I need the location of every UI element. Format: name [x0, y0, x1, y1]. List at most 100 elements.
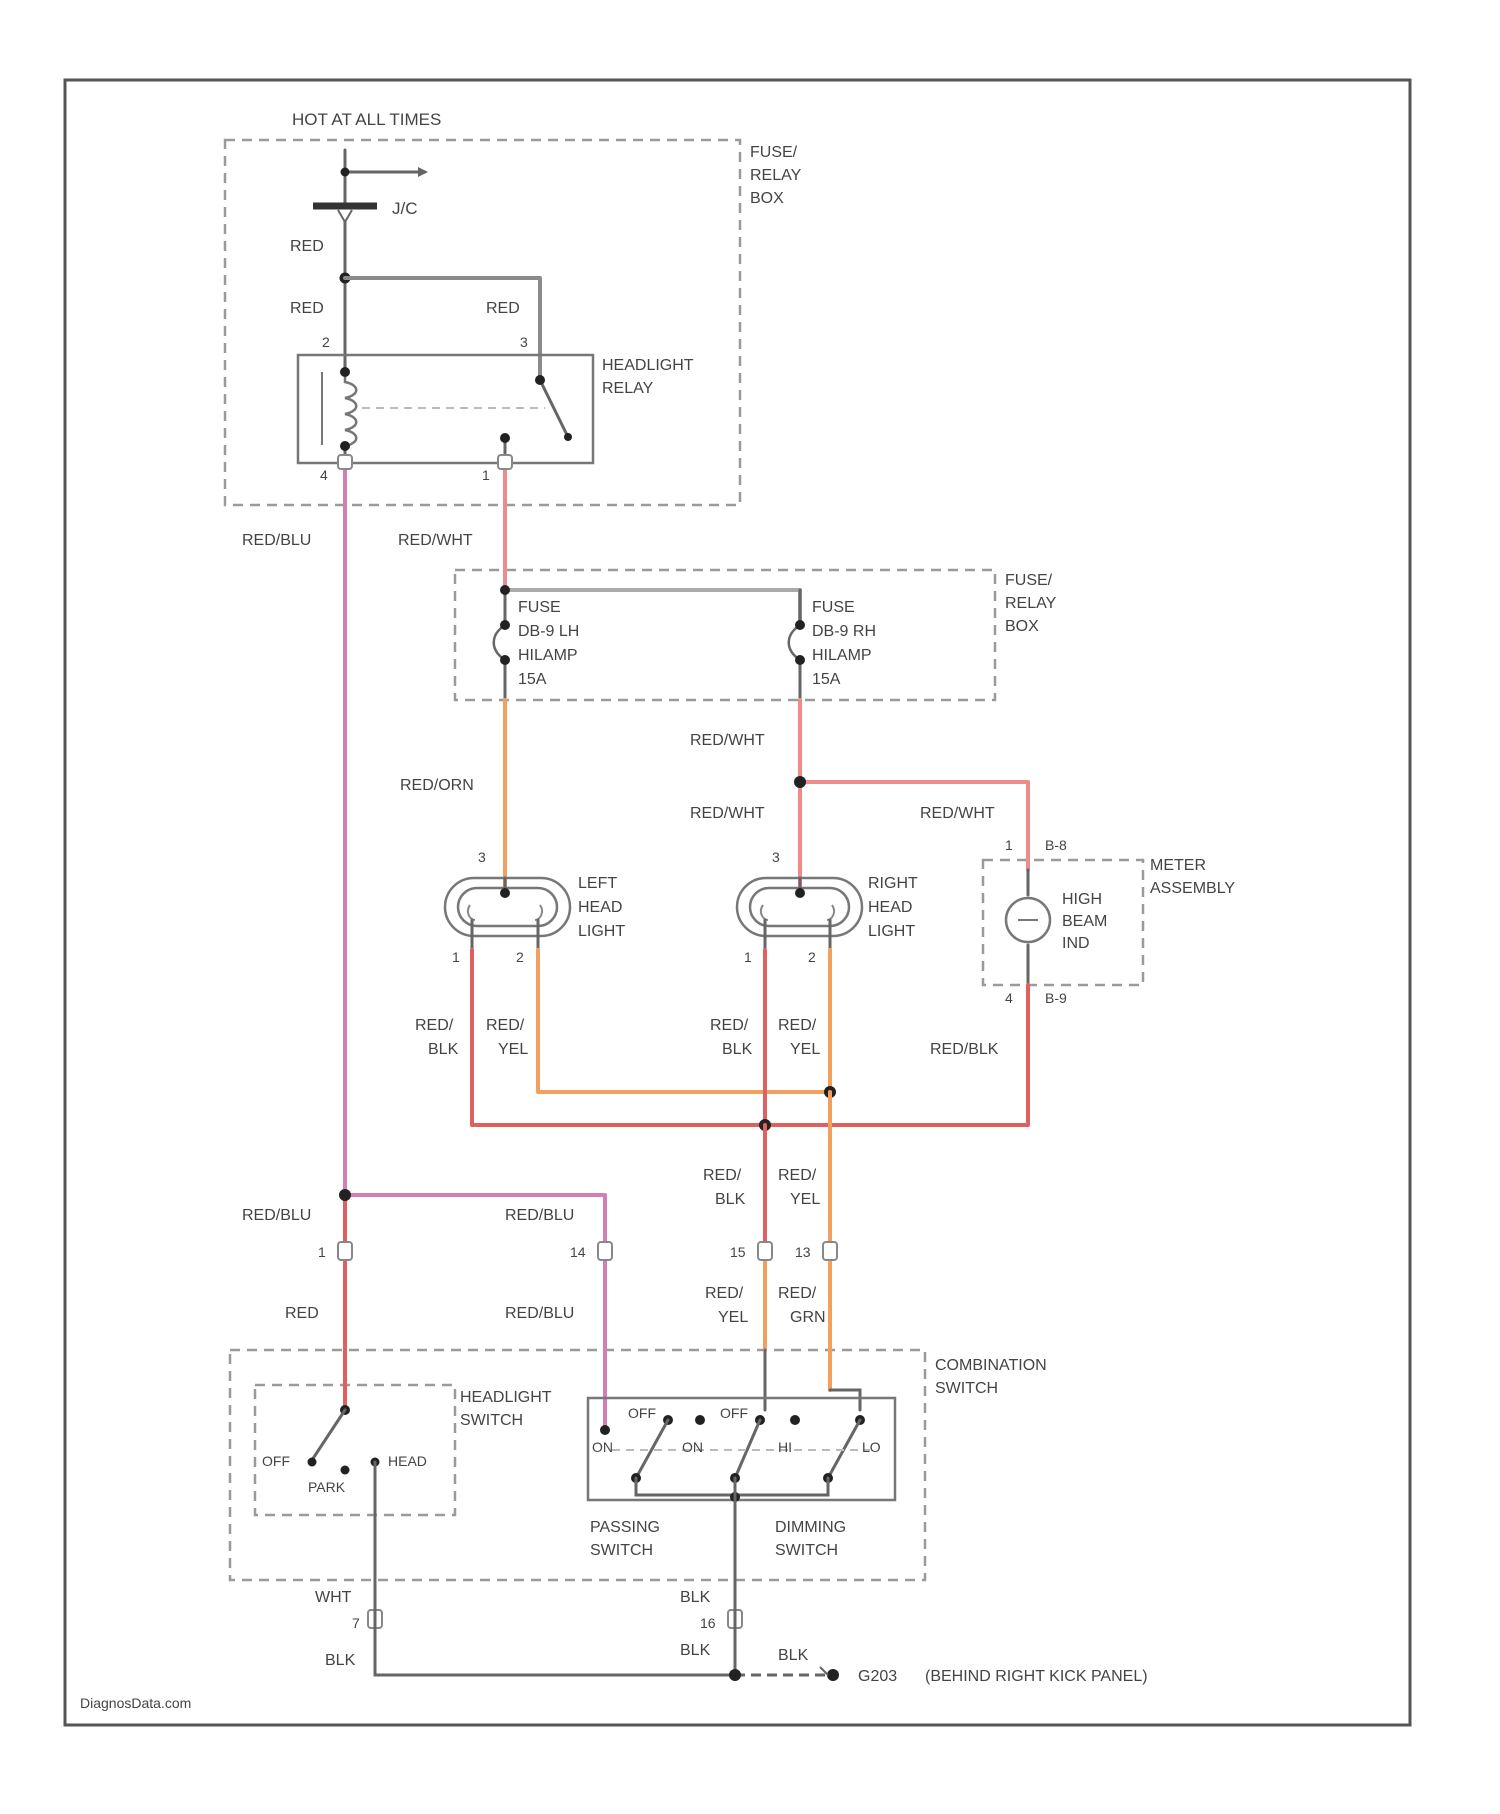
passing-switch-label-2: SWITCH — [590, 1542, 653, 1559]
dimming-pos-off: OFF — [720, 1405, 748, 1421]
passing-dimming-switch — [588, 1398, 895, 1675]
wire-label-blk-ground: BLK — [778, 1647, 809, 1664]
wire-label-red-blu-junction: RED/BLU — [242, 1207, 311, 1224]
headlight-relay — [298, 355, 593, 463]
meter-assembly-label-2: ASSEMBLY — [1150, 880, 1235, 897]
ground-location-label: (BEHIND RIGHT KICK PANEL) — [925, 1668, 1148, 1685]
headlight-relay-label-2: RELAY — [602, 380, 654, 397]
hot-at-all-times-label: HOT AT ALL TIMES — [292, 110, 441, 129]
fuse-lh-label-4: 15A — [518, 671, 547, 688]
fuse-rh — [789, 590, 805, 700]
left-head-light-label-1: LEFT — [578, 875, 617, 892]
right-pin-3: 3 — [772, 849, 780, 865]
wire-label-right-red-yel-2: YEL — [790, 1041, 820, 1058]
dimming-switch-label-1: DIMMING — [775, 1519, 846, 1536]
meter-pin-top: 1 — [1005, 837, 1013, 853]
jc-label: J/C — [392, 199, 418, 218]
wire-label-right-red-blk-1: RED/ — [710, 1017, 749, 1034]
wire-label-low-red-yel-2: YEL — [718, 1309, 748, 1326]
left-head-light-label-3: LIGHT — [578, 923, 625, 940]
cs-pin-14: 14 — [570, 1244, 586, 1260]
right-head-light — [737, 878, 862, 950]
wire-label-left-red-blk-2: BLK — [428, 1041, 459, 1058]
wire-red-wht-meter — [800, 782, 1028, 870]
right-pin-2: 2 — [808, 949, 816, 965]
wire-label-red-left: RED — [290, 300, 324, 317]
meter-pin-top-conn: B-8 — [1045, 837, 1067, 853]
fuse-lh-label-1: FUSE — [518, 599, 561, 616]
fuse-lh-label-2: DB-9 LH — [518, 623, 579, 640]
fuse-rh-label-3: HILAMP — [812, 647, 872, 664]
fuse-relay-box-top-label-3: BOX — [750, 190, 784, 207]
wire-left-red-blk — [472, 950, 1028, 1125]
meter-pin-bottom: 4 — [1005, 990, 1013, 1006]
ground-g203 — [375, 1620, 839, 1681]
passing-pos-on: ON — [592, 1439, 613, 1455]
dimming-pos-on: ON — [682, 1439, 703, 1455]
wire-label-red-top: RED — [290, 238, 324, 255]
headlight-pos-off: OFF — [262, 1453, 290, 1469]
relay-pin-3: 3 — [520, 334, 528, 350]
wire-label-blk-mid-top: BLK — [680, 1589, 711, 1606]
ground-label: G203 — [858, 1668, 897, 1685]
wire-label-red-wht-meter: RED/WHT — [920, 805, 995, 822]
left-pin-1: 1 — [452, 949, 460, 965]
left-head-light-label-2: HEAD — [578, 899, 622, 916]
right-head-light-label-3: LIGHT — [868, 923, 915, 940]
wire-label-blk-left: BLK — [325, 1652, 356, 1669]
left-head-light — [445, 878, 570, 950]
fuse-lh-label-3: HILAMP — [518, 647, 578, 664]
wire-label-red-wht-top: RED/WHT — [398, 532, 473, 549]
meter-pin-bottom-conn: B-9 — [1045, 990, 1067, 1006]
wire-red-relay-pin3 — [345, 278, 540, 380]
high-beam-label-1: HIGH — [1062, 891, 1102, 908]
fuse-relay-box-top — [225, 140, 740, 505]
wire-label-red-cs1: RED — [285, 1305, 319, 1322]
wire-label-mid-red-yel-1: RED/ — [778, 1167, 817, 1184]
wire-label-left-red-blk-1: RED/ — [415, 1017, 454, 1034]
fuse-rh-label-2: DB-9 RH — [812, 623, 876, 640]
wire-label-right-red-yel-1: RED/ — [778, 1017, 817, 1034]
fuse-relay-box-mid-label-1: FUSE/ — [1005, 572, 1053, 589]
cs-pin-15: 15 — [730, 1244, 746, 1260]
right-pin-1: 1 — [744, 949, 752, 965]
wire-label-red-blu-cs14-low: RED/BLU — [505, 1305, 574, 1322]
dimming-pos-hi: HI — [778, 1439, 792, 1455]
high-beam-label-3: IND — [1062, 935, 1090, 952]
fuse-relay-box-mid-label-3: BOX — [1005, 618, 1039, 635]
wire-label-red-wht-right-head: RED/WHT — [690, 805, 765, 822]
headlight-relay-label-1: HEADLIGHT — [602, 357, 694, 374]
hot-at-all-times-feed — [313, 150, 428, 370]
fuse-rh-label-1: FUSE — [812, 599, 855, 616]
headlight-switch — [308, 1405, 380, 1620]
cs-pin-16: 16 — [700, 1615, 716, 1631]
relay-pin-4: 4 — [320, 467, 328, 483]
wire-label-left-red-yel-1: RED/ — [486, 1017, 525, 1034]
high-beam-indicator — [1006, 870, 1050, 985]
combination-switch-label-1: COMBINATION — [935, 1357, 1047, 1374]
right-head-light-label-1: RIGHT — [868, 875, 918, 892]
watermark: DiagnosData.com — [80, 1695, 191, 1711]
left-pin-3: 3 — [478, 849, 486, 865]
wire-label-red-blu-cs14: RED/BLU — [505, 1207, 574, 1224]
fuse-rh-label-4: 15A — [812, 671, 841, 688]
cs-pin-13: 13 — [795, 1244, 811, 1260]
meter-assembly-label-1: METER — [1150, 857, 1206, 874]
wire-label-low-red-grn-1: RED/ — [778, 1285, 817, 1302]
headlight-switch-box — [255, 1385, 455, 1515]
wire-label-mid-red-yel-2: YEL — [790, 1191, 820, 1208]
relay-pin-1: 1 — [482, 467, 490, 483]
fuse-relay-box-top-label-1: FUSE/ — [750, 144, 798, 161]
passing-switch-label-1: PASSING — [590, 1519, 660, 1536]
wire-label-mid-red-blk-1: RED/ — [703, 1167, 742, 1184]
high-beam-label-2: BEAM — [1062, 913, 1107, 930]
headlight-pos-head: HEAD — [388, 1453, 427, 1469]
dimming-pos-lo: LO — [862, 1439, 881, 1455]
left-pin-2: 2 — [516, 949, 524, 965]
cs-pin-1: 1 — [318, 1244, 326, 1260]
wire-label-wht: WHT — [315, 1589, 352, 1606]
dimming-switch-label-2: SWITCH — [775, 1542, 838, 1559]
right-head-light-label-2: HEAD — [868, 899, 912, 916]
wire-label-low-red-yel-1: RED/ — [705, 1285, 744, 1302]
fuse-relay-box-top-label-2: RELAY — [750, 167, 802, 184]
